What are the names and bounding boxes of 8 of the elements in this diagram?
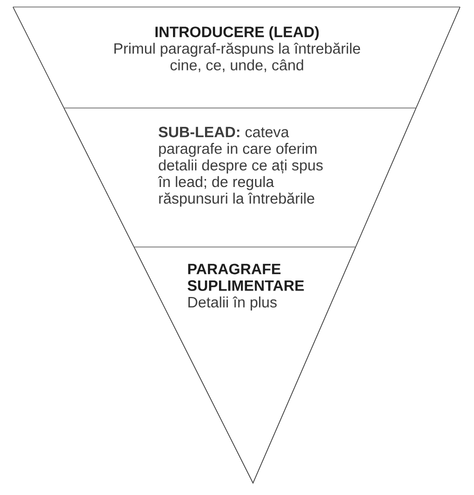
band-text: SUB-LEAD: cateva paragrafe in care oferim detalii despre ce ați spus în lead; de regula răspunsuri la întrebările: [158, 126, 323, 207]
funnel-band: [63, 108, 417, 248]
band-heading: INTRODUCERE (LEAD): [156, 26, 319, 40]
band-text: Detalii în plus: [188, 296, 277, 310]
funnel-band: [134, 246, 356, 484]
funnel-band: [12, 6, 460, 108]
band-text: Primul paragraf-răspuns la întrebările cine, ce, unde, când: [114, 42, 360, 72]
band-heading: PARAGRAFE SUPLIMENTARE: [188, 264, 304, 291]
